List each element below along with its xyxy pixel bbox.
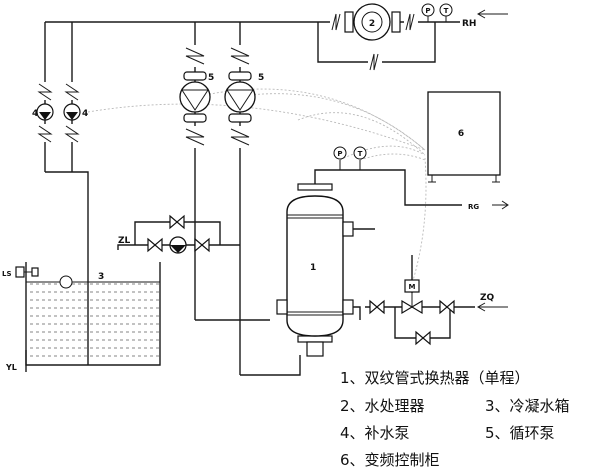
makeup-pump-right: 4 xyxy=(63,82,88,143)
label-zq: ZQ xyxy=(480,293,495,303)
label-cabinet6: 6 xyxy=(458,129,464,139)
condensate-tank: 3 LS YL xyxy=(2,262,161,372)
legend-item-6: 6、变频控制柜 xyxy=(340,451,440,469)
svg-text:P: P xyxy=(425,7,430,15)
svg-text:M: M xyxy=(409,283,416,291)
water-meter xyxy=(169,236,187,254)
legend: 1、双纹管式换热器（单程） 2、水处理器 3、冷凝水箱 4、补水泵 5、循环泵 … xyxy=(340,369,570,469)
gate-valve-zl-1 xyxy=(147,237,163,253)
legend-item-4: 4、补水泵 xyxy=(340,424,410,442)
control-cabinet: 6 xyxy=(427,91,501,183)
label-rg: RG xyxy=(468,203,479,211)
svg-text:T: T xyxy=(444,7,449,15)
heat-exchanger: P T RG 1 xyxy=(276,146,509,357)
gate-valve-steam-2 xyxy=(439,299,455,315)
label-pump4b: 4 xyxy=(82,109,88,119)
circulation-pump-left: 5 xyxy=(179,45,214,148)
circulation-pump-right: 5 xyxy=(224,45,264,148)
check-valve-bypass xyxy=(368,53,382,71)
top-supply-pipe xyxy=(45,9,508,63)
svg-text:T: T xyxy=(358,150,363,158)
gate-valve-steam-bypass xyxy=(415,330,431,346)
gate-valve-zl-2 xyxy=(194,237,210,253)
label-pump2: 2 xyxy=(369,19,375,29)
temperature-gauge-top: T xyxy=(439,3,453,22)
steam-inlet-piping xyxy=(353,228,508,339)
gate-valve-steam-1 xyxy=(369,299,385,315)
label-pump5a: 5 xyxy=(208,73,214,83)
label-yl: YL xyxy=(5,363,17,372)
pressure-gauge-top: P xyxy=(421,3,435,22)
label-ls: LS xyxy=(2,270,12,278)
water-treater: 2 xyxy=(344,3,401,41)
legend-item-1: 1、双纹管式换热器（单程） xyxy=(340,369,530,387)
label-pump4a: 4 xyxy=(32,109,38,119)
legend-item-3: 3、冷凝水箱 xyxy=(485,397,570,415)
label-rh: RH xyxy=(462,19,476,29)
label-pump5b: 5 xyxy=(258,73,264,83)
label-tank3: 3 xyxy=(98,272,104,282)
legend-item-2: 2、水处理器 xyxy=(340,397,425,415)
svg-text:P: P xyxy=(337,150,342,158)
gate-valve-zl-bypass xyxy=(169,214,185,230)
control-wires xyxy=(87,88,427,291)
legend-item-5: 5、循环泵 xyxy=(485,424,555,442)
check-valve-top-right xyxy=(404,13,418,31)
label-exchanger1: 1 xyxy=(310,263,316,273)
label-zl: ZL xyxy=(118,236,131,246)
motorized-valve-steam: M xyxy=(401,279,423,315)
check-valve-top-left xyxy=(330,13,344,31)
makeup-pump-left: 4 xyxy=(32,82,54,143)
